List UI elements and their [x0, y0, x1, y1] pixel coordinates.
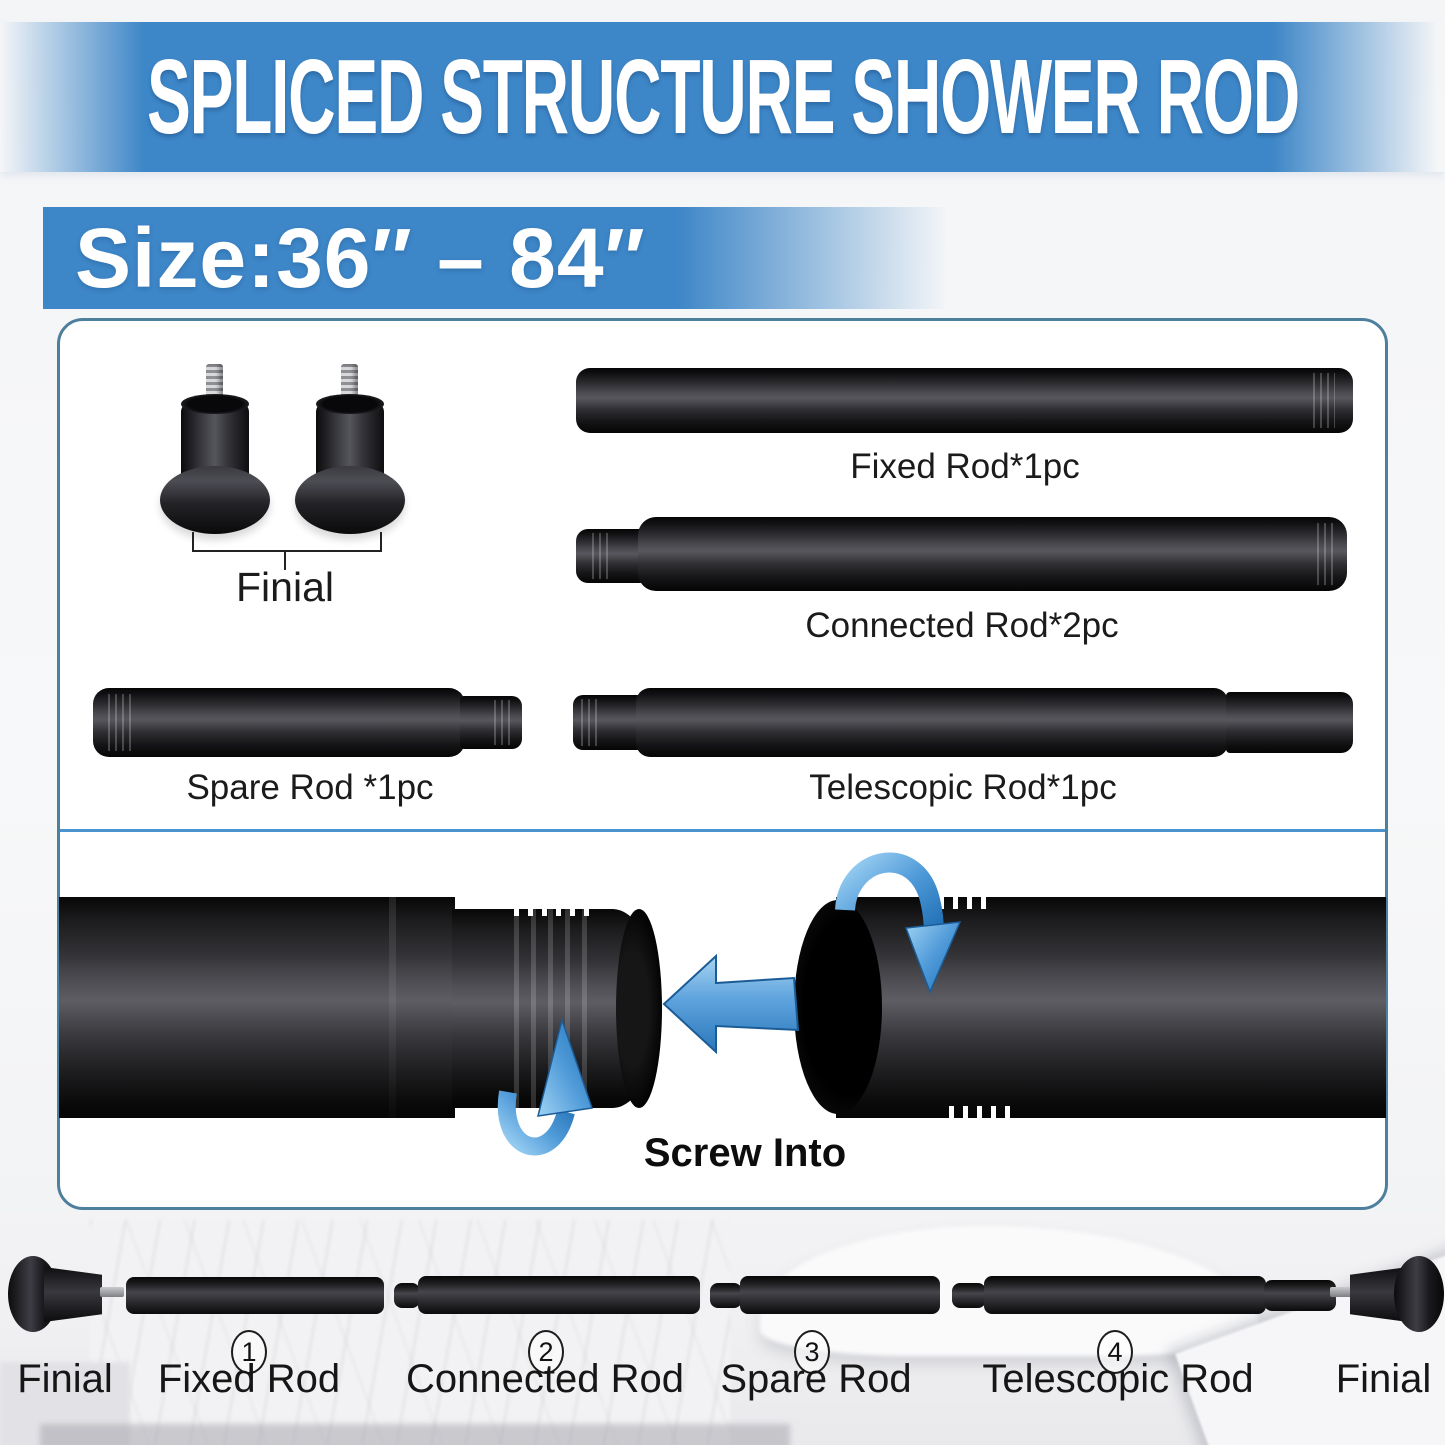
thread-rings [1313, 373, 1335, 428]
thread-rings [108, 693, 132, 752]
bathroom-photo-background [0, 1212, 1445, 1445]
rod-open-end [794, 900, 882, 1114]
assembled-connected-rod-label: Connected Rod [406, 1357, 684, 1401]
assembled-fixed-rod [126, 1277, 384, 1314]
thread-rings [494, 700, 514, 745]
assembled-telescopic-rod-joint [952, 1283, 986, 1308]
connected-rod-label: Connected Rod*2pc [805, 606, 1119, 645]
assembled-telescopic-rod [984, 1276, 1266, 1314]
floor-shadow [40, 1424, 790, 1445]
spare-rod-end [460, 696, 522, 749]
page-title: SPLICED STRUCTURE SHOWER ROD [146, 37, 1300, 156]
telescopic-rod-end [573, 695, 641, 750]
thread-notches [916, 897, 992, 909]
closeup-right-rod [836, 897, 1386, 1118]
assembled-left-finial-body [44, 1267, 102, 1322]
spare-rod-image [93, 688, 465, 757]
assembled-right-finial-label: Finial [1335, 1357, 1432, 1401]
callout-number-2: 2 [528, 1330, 564, 1374]
spare-rod-label: Spare Rod *1pc [186, 768, 434, 807]
assembled-telescopic-rod-label: Telescopic Rod [982, 1357, 1254, 1401]
assembled-spare-rod-label: Spare Rod [720, 1357, 912, 1401]
marble-wall [90, 1220, 730, 1445]
telescopic-rod-inner [1226, 692, 1353, 753]
assembled-spare-rod-joint [710, 1283, 742, 1308]
callout-number-3: 3 [794, 1330, 830, 1374]
finial-bracket [192, 532, 382, 552]
telescopic-rod-label: Telescopic Rod*1pc [809, 768, 1117, 807]
finial-base-disc [295, 466, 405, 534]
rod-end-face [616, 909, 662, 1108]
finial-pin [100, 1287, 124, 1297]
telescopic-rod-image [636, 688, 1228, 757]
connected-rod-end [576, 529, 644, 583]
fixed-rod-label: Fixed Rod*1pc [850, 447, 1080, 486]
size-range: 36″ – 84″ [276, 210, 646, 305]
thread-rings [514, 909, 594, 1108]
thread-notches [505, 906, 595, 916]
size-label: Size:36″ – 84″ [75, 210, 646, 307]
thread-notches [940, 1106, 1016, 1118]
assembled-connected-rod-joint [394, 1283, 420, 1308]
callout-number-4: 4 [1097, 1330, 1133, 1374]
thread-rings [592, 533, 610, 579]
assembled-spare-rod [740, 1276, 940, 1314]
thread-rings [581, 699, 601, 746]
screw-into-label: Screw Into [643, 1131, 847, 1175]
assembled-right-finial-disc [1394, 1256, 1444, 1332]
finial-pin [1330, 1287, 1354, 1297]
assembled-connected-rod [418, 1276, 700, 1314]
title-banner: SPLICED STRUCTURE SHOWER ROD [0, 22, 1445, 172]
ledge-shape [0, 1362, 130, 1445]
fixed-rod-image [576, 368, 1353, 433]
finial-bracket-stem [284, 550, 286, 570]
callout-number-1: 1 [231, 1330, 267, 1374]
assembled-telescopic-rod-inner [1264, 1280, 1336, 1311]
finial-pair-label: Finial [236, 564, 334, 610]
size-prefix: Size: [75, 210, 277, 305]
thread-rings [1317, 522, 1333, 586]
assembled-left-finial-label: Finial [17, 1357, 113, 1401]
size-banner: Size:36″ – 84″ [43, 207, 948, 309]
closeup-left-rod [59, 897, 455, 1118]
seam-line [389, 897, 396, 1118]
connected-rod-image [638, 517, 1347, 591]
section-divider-line [60, 829, 1385, 832]
assembled-fixed-rod-label: Fixed Rod [157, 1357, 341, 1401]
finial-base-disc [160, 466, 270, 534]
